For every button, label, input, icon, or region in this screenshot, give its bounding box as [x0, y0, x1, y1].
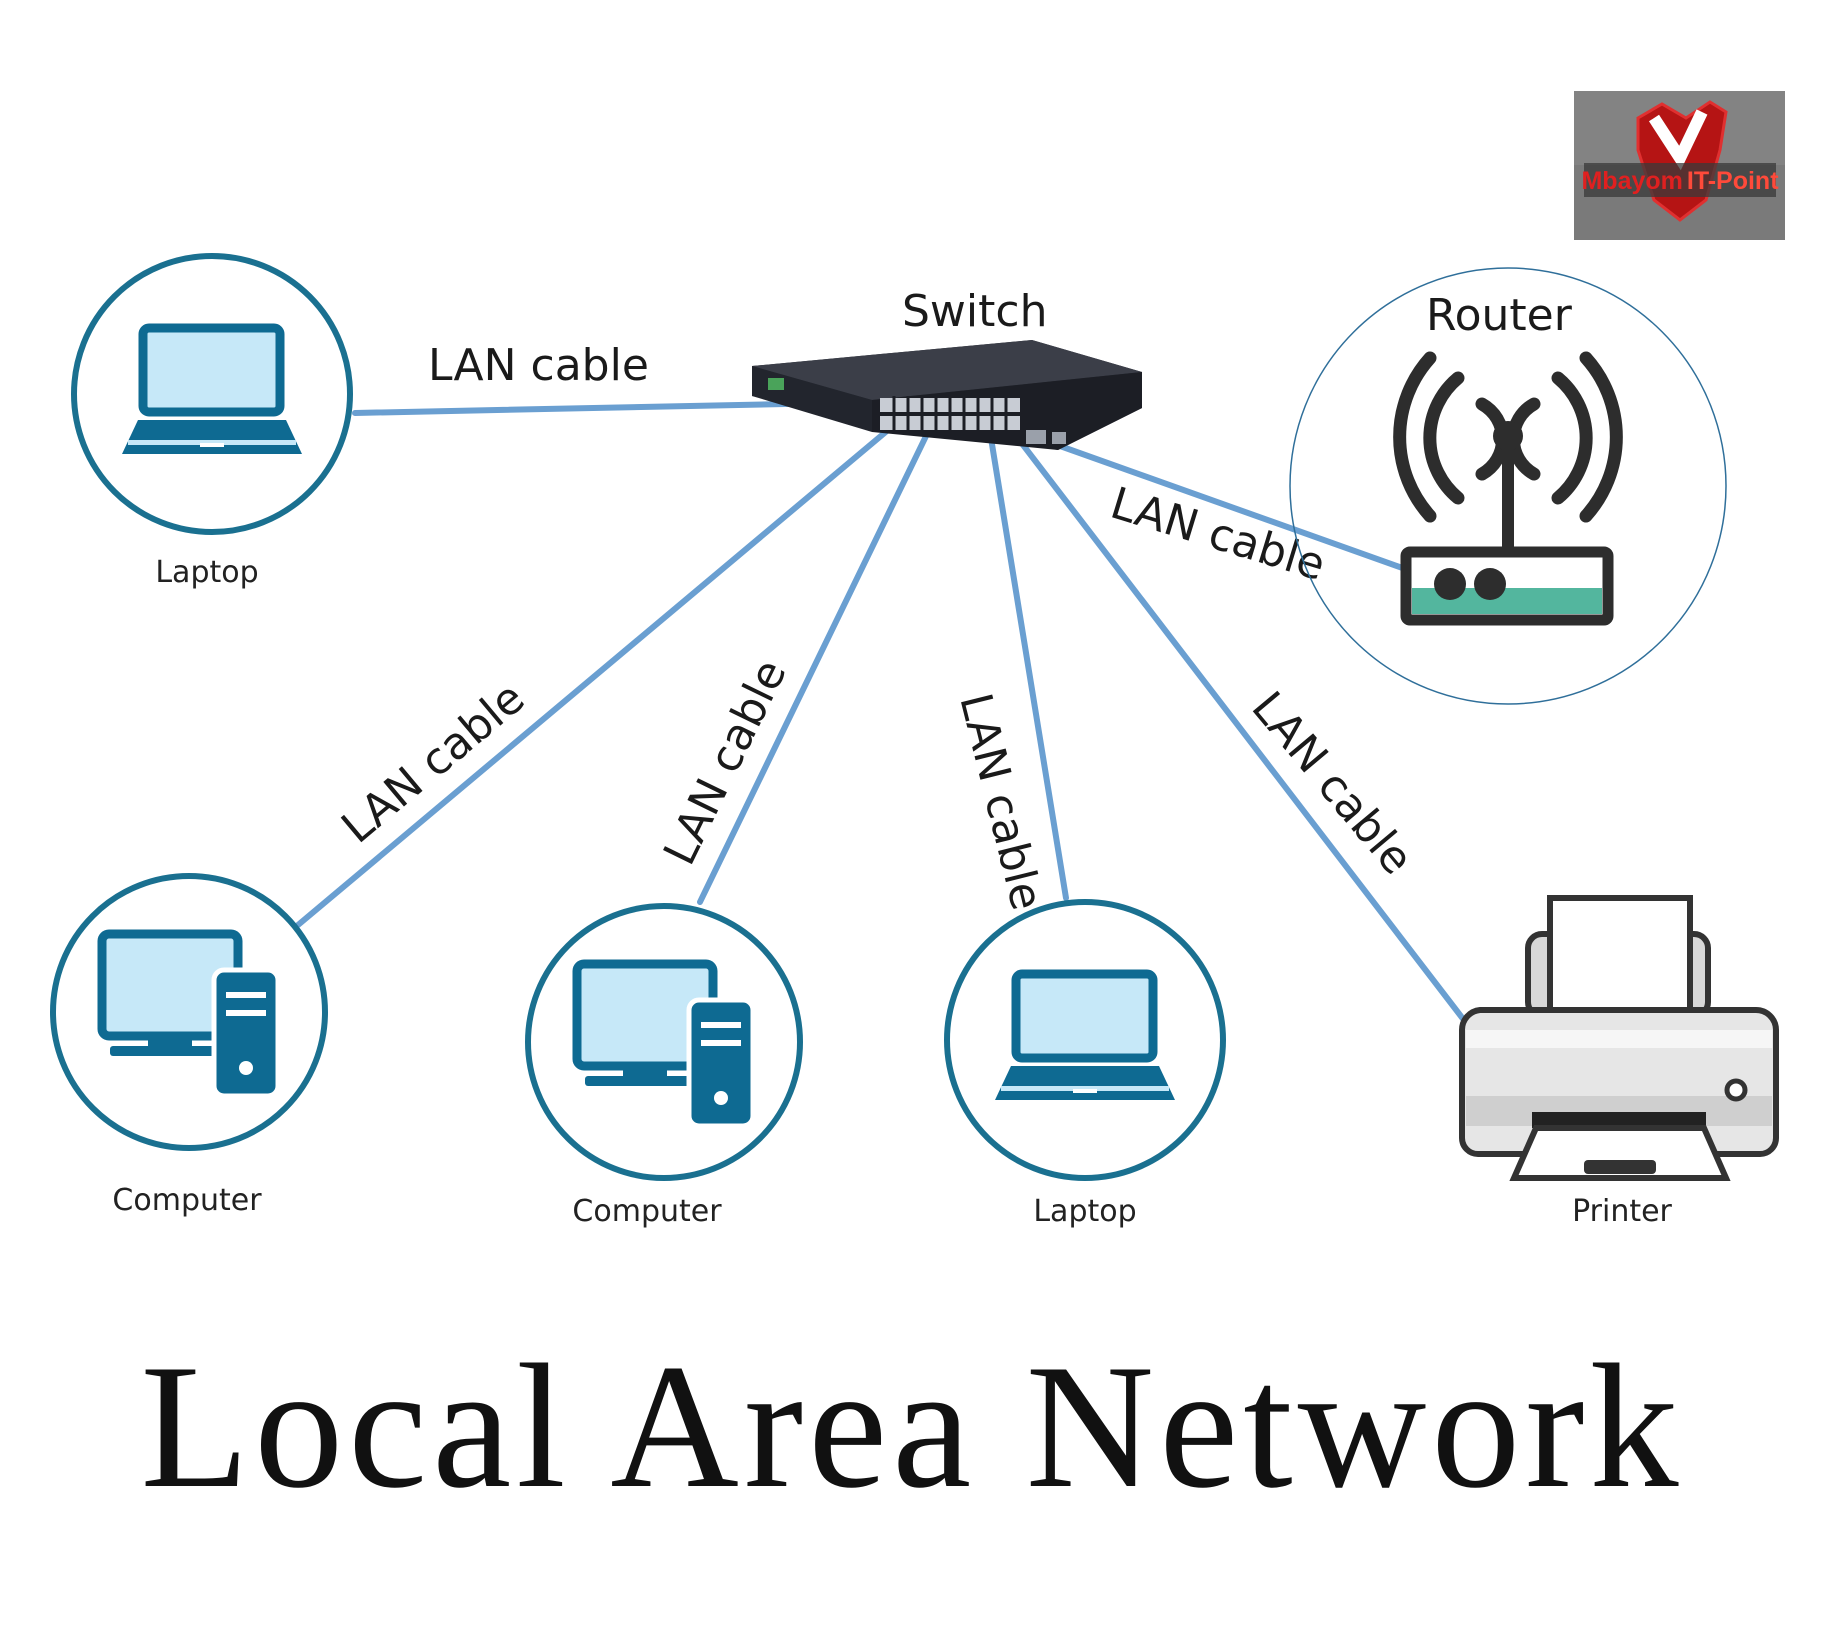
- laptop-icon: [122, 323, 302, 454]
- device-laptop-top-left: Laptop: [71, 253, 353, 590]
- device-label: Laptop: [155, 555, 258, 590]
- router-label: Router: [1426, 290, 1573, 341]
- cable-label-router: LAN cable: [1105, 478, 1331, 591]
- device-label: Printer: [1572, 1194, 1672, 1229]
- page-title: Local Area Network: [140, 1327, 1683, 1525]
- device-label: Computer: [112, 1183, 262, 1218]
- device-label: Computer: [572, 1194, 722, 1229]
- desktop-computer-icon: [572, 959, 756, 1129]
- printer-icon: [1458, 895, 1779, 1181]
- device-printer: Printer: [1458, 895, 1779, 1229]
- device-computer-center: Computer: [525, 903, 803, 1229]
- switch-label: Switch: [902, 286, 1047, 337]
- logo-text-main: Mbayom: [1581, 167, 1682, 195]
- device-computer-left: Computer: [50, 873, 328, 1218]
- device-label: Laptop: [1033, 1194, 1136, 1229]
- desktop-computer-icon: [97, 929, 281, 1099]
- cable-computer-center: [697, 429, 931, 905]
- cable-label-computer-center: LAN cable: [654, 652, 797, 873]
- cable-printer: [1007, 425, 1473, 1031]
- network-switch: Switch: [752, 286, 1142, 450]
- cable-computer-left: [295, 417, 903, 928]
- cable-label-computer-left: LAN cable: [332, 672, 534, 853]
- router: Router: [1289, 267, 1727, 705]
- device-laptop-bottom: Laptop: [944, 899, 1226, 1229]
- laptop-icon: [995, 969, 1175, 1100]
- cable-label-laptop-top-left: LAN cable: [428, 340, 649, 391]
- cable-laptop-bottom: [987, 429, 1069, 901]
- cable-router: [1057, 443, 1439, 583]
- cable-label-printer: LAN cable: [1242, 682, 1423, 884]
- logo-text-accent: IT-Point: [1687, 167, 1779, 195]
